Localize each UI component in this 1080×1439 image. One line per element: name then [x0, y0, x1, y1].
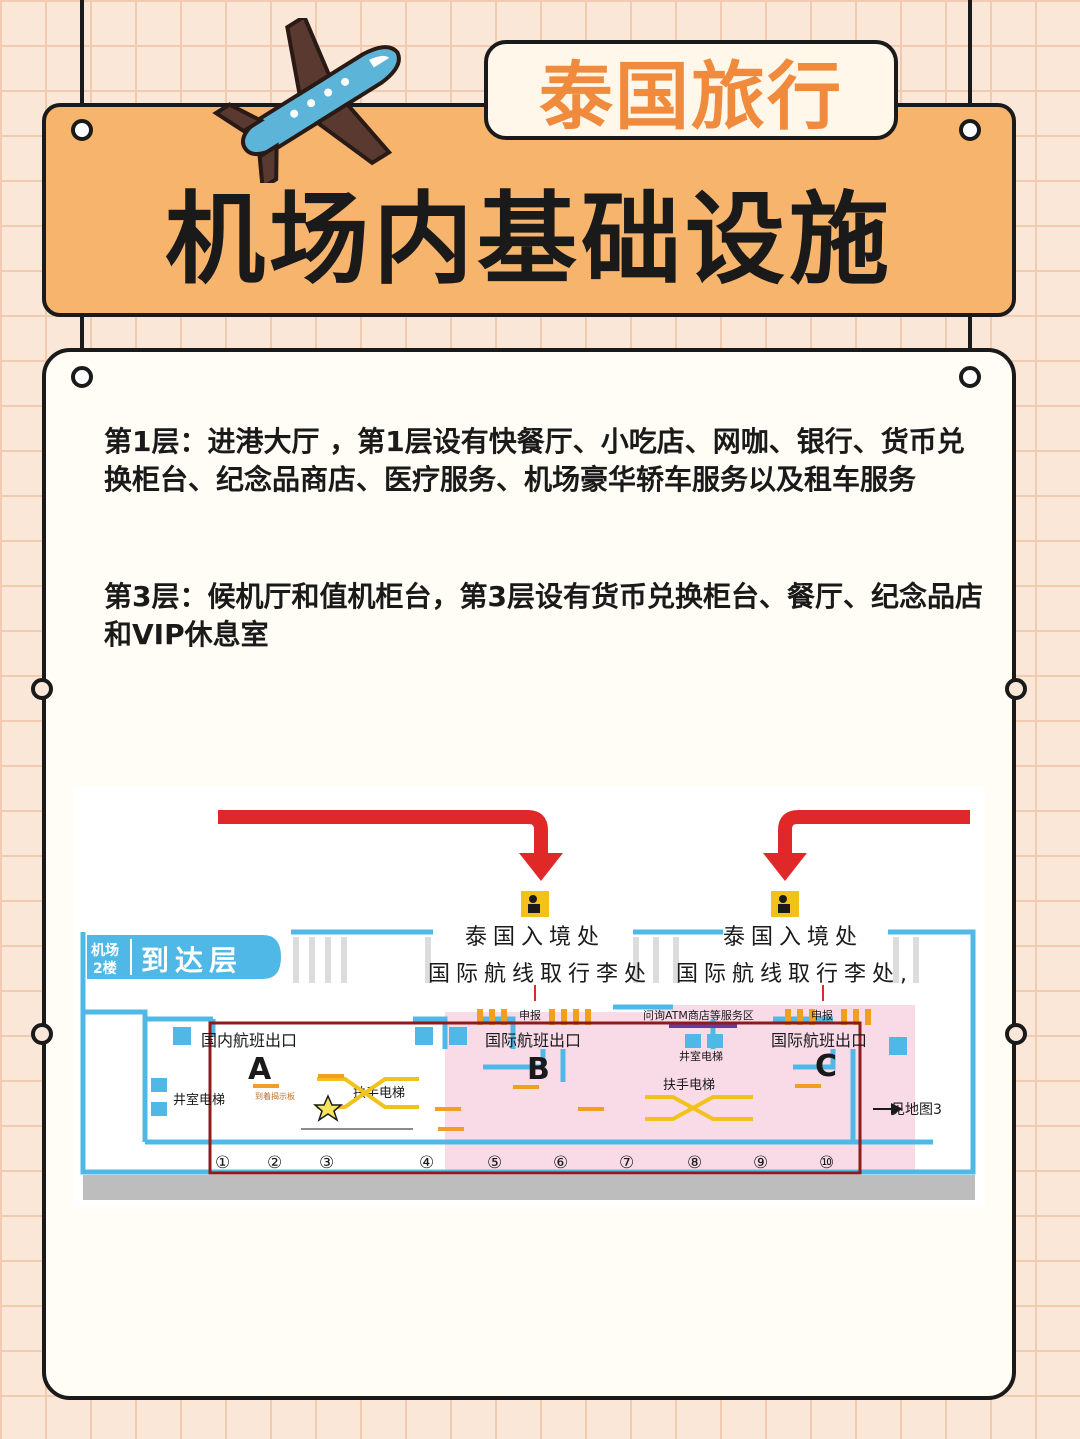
declare-label-1: 申报	[519, 1008, 541, 1022]
gate-10: ⑩	[819, 1153, 834, 1173]
card-notch-right-2	[1005, 1023, 1027, 1045]
gate-1: ①	[215, 1153, 230, 1173]
immigration-label-2: 泰国入境处	[723, 925, 863, 950]
gate-8: ⑧	[687, 1153, 702, 1173]
elevator-icons	[151, 1034, 723, 1116]
floor1-description: 第1层：进港大厅 ，第1层设有快餐厅、小吃店、网咖、银行、货币兑换柜台、纪念品商…	[104, 425, 965, 496]
baggage-belts	[477, 1009, 871, 1025]
page-title: 机场内基础设施	[165, 181, 893, 298]
highlight-box	[208, 1021, 862, 1175]
card-ring-left	[71, 366, 93, 388]
entry-arrow-left-head	[519, 853, 563, 881]
hanging-string-right	[968, 0, 972, 120]
escalator-label-1: 扶手电梯	[353, 1086, 405, 1101]
floor-badge-line1: 机场	[91, 942, 119, 959]
exit-b-marker: B	[527, 1052, 550, 1087]
declare-label-2: 申报	[811, 1008, 833, 1022]
escalator-shape-2	[645, 1095, 753, 1121]
floor3-description: 第3层：候机厅和值机柜台，第3层设有货币兑换柜台、餐厅、纪念品店和VIP休息室	[104, 580, 983, 651]
banner-ring-right	[959, 119, 981, 141]
entry-arrow-left	[218, 810, 548, 857]
card-notch-left-2	[31, 1023, 53, 1045]
entry-arrow-right	[778, 810, 970, 857]
see-map-label: 见地图3	[891, 1102, 942, 1118]
floor-name: 到达层	[141, 944, 243, 977]
immigration-label-1: 泰国入境处	[465, 925, 605, 950]
travel-tag-label: 泰国旅行	[539, 53, 843, 140]
gate-4: ④	[419, 1153, 434, 1173]
elevator-label-left: 井室电梯	[173, 1092, 225, 1108]
hanging-string-left-lower	[80, 312, 84, 372]
see-map-arrow-icon	[891, 1103, 903, 1115]
elevator-label-mid: 井室电梯	[679, 1049, 723, 1063]
gate-2: ②	[267, 1153, 282, 1173]
card-notch-left-1	[31, 678, 53, 700]
exit-a-marker: A	[248, 1052, 272, 1087]
gate-7: ⑦	[619, 1153, 634, 1173]
partition-bars	[293, 937, 919, 983]
hanging-string-right-lower	[968, 312, 972, 372]
service-area-label: 问询ATM商店等服务区	[643, 1008, 754, 1022]
domestic-exit-label: 国内航班出口	[201, 1031, 297, 1050]
escalator-label-2: 扶手电梯	[663, 1078, 715, 1093]
baggage-label-1: 国际航线取行李处	[428, 962, 652, 987]
banner-ring-left	[71, 119, 93, 141]
card-notch-right-1	[1005, 678, 1027, 700]
gate-3: ③	[319, 1153, 334, 1173]
intl-exit-label-b: 国际航班出口	[485, 1031, 581, 1050]
hanging-string-left	[80, 0, 84, 120]
entry-arrow-right-head	[763, 853, 807, 881]
card-ring-right	[959, 366, 981, 388]
floor-badge	[87, 935, 281, 979]
arrival-board-markers	[253, 1074, 821, 1131]
gate-5: ⑤	[487, 1153, 502, 1173]
pink-zone-b	[445, 1012, 665, 1172]
baggage-label-2: 国际航线取行李处,	[676, 962, 913, 987]
gate-markers: ① ② ③ ④ ⑤ ⑥ ⑦ ⑧ ⑨ ⑩	[215, 1153, 834, 1173]
airplane-icon	[212, 18, 401, 183]
floor-badge-line2: 2楼	[93, 960, 117, 977]
travel-tag: 泰国旅行	[484, 40, 898, 140]
restroom-icons	[173, 1027, 907, 1055]
arrival-board-label: 到着揭示板	[255, 1091, 295, 1101]
gate-9: ⑨	[753, 1153, 768, 1173]
intl-exit-label-c: 国际航班出口	[771, 1031, 867, 1050]
exit-c-marker: C	[815, 1049, 837, 1084]
road-strip	[83, 1175, 975, 1200]
gate-6: ⑥	[553, 1153, 568, 1173]
location-star-icon	[312, 1094, 344, 1122]
airport-arrival-map: 机场 2楼 到达层 泰国入境处 泰国入境处 国际航线取行李处 国际航线取行李处,…	[73, 787, 985, 1207]
